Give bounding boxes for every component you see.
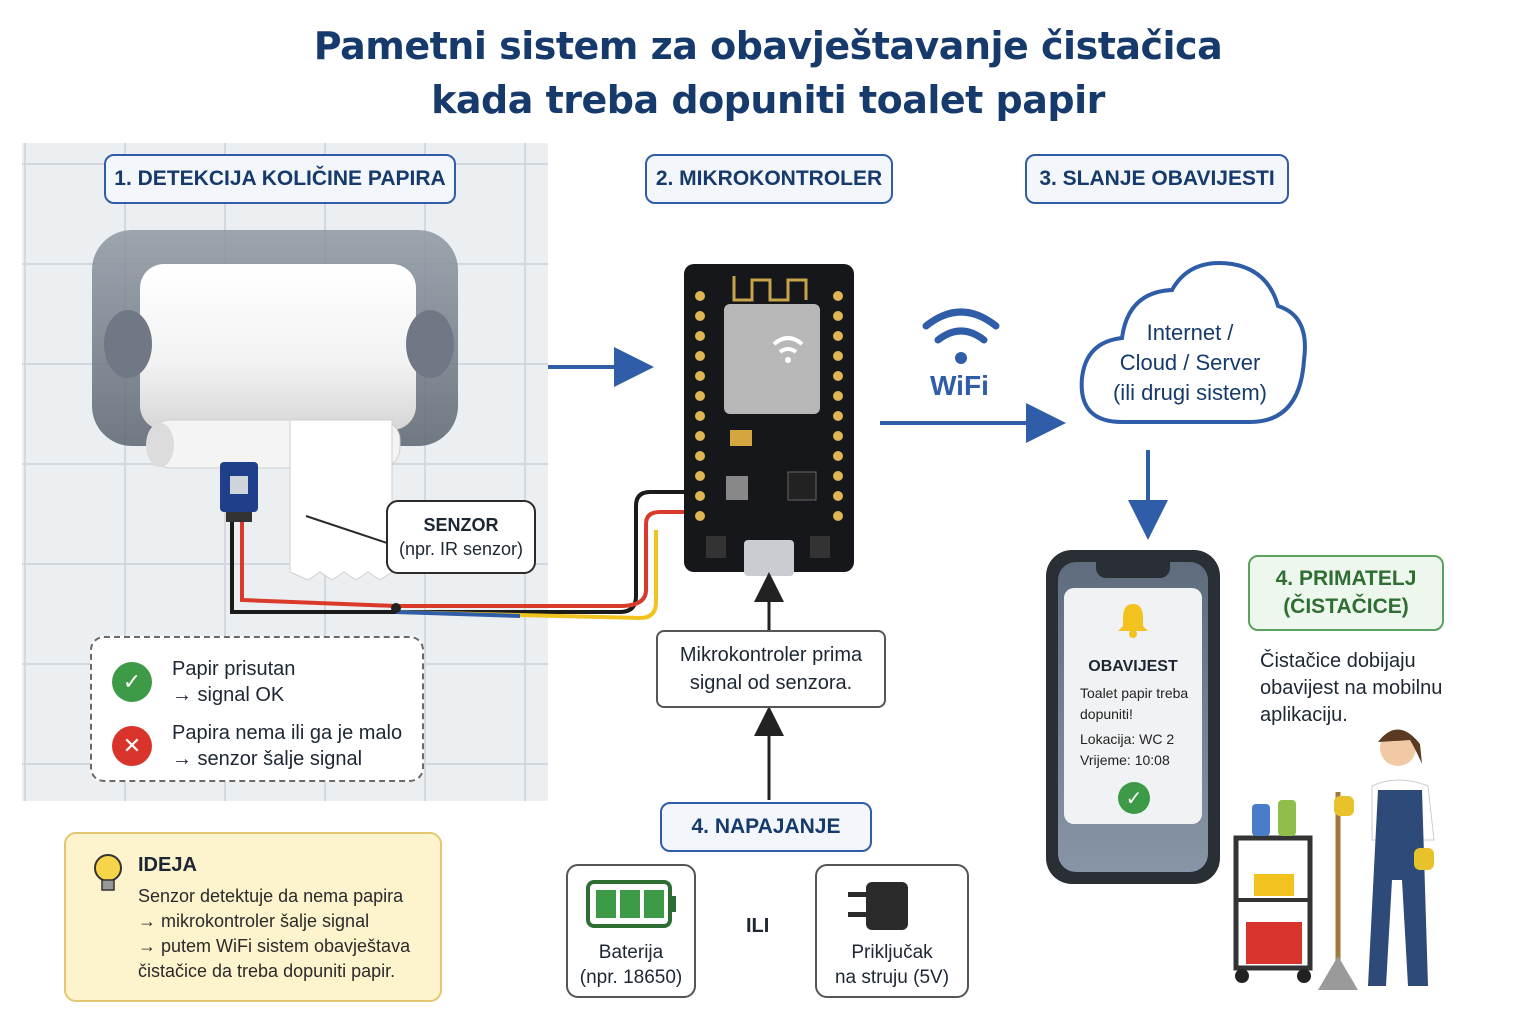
bell-icon xyxy=(1118,604,1148,638)
notification-check-icon: ✓ xyxy=(1118,782,1150,814)
step-detection-label: 1. DETEKCIJA KOLIČINE PAPIRA xyxy=(104,154,456,204)
notification-line-1: Toalet papir treba xyxy=(1080,685,1189,701)
ir-sensor-module xyxy=(220,462,258,522)
idea-line-1: Senzor detektuje da nema papira xyxy=(138,886,404,906)
receiver-line-1: Čistačice dobijaju xyxy=(1260,650,1416,672)
notification-location: Lokacija: WC 2 xyxy=(1080,731,1175,747)
sensor-sublabel: (npr. IR senzor) xyxy=(398,539,524,559)
page-title-line-2: kada treba dopuniti toalet papir xyxy=(431,78,1105,122)
check-icon: ✓ xyxy=(112,662,152,702)
cloud-shape xyxy=(1079,261,1307,424)
esp32-board xyxy=(684,264,854,576)
idea-title: IDEJA xyxy=(138,854,197,876)
chip-wifi-icon xyxy=(772,336,804,354)
cloud-line-1: Internet / xyxy=(1146,320,1234,345)
status-ok-row: ✓ Papir prisutan → signal OK xyxy=(112,656,295,708)
sensor-callout: SENZOR (npr. IR senzor) xyxy=(386,500,536,574)
smartphone: OBAVIJEST Toalet papir treba dopuniti! L… xyxy=(1046,550,1220,884)
sensor-label: SENZOR xyxy=(423,515,499,535)
idea-box: IDEJA Senzor detektuje da nema papira → … xyxy=(64,832,442,1002)
step-microcontroller-label: 2. MIKROKONTROLER xyxy=(645,154,893,204)
notification-title: OBAVIJEST xyxy=(1088,658,1178,675)
sensor-status-box: ✓ Papir prisutan → signal OK ✕ Papira ne… xyxy=(90,636,424,782)
plug-line-1: Priključak xyxy=(851,942,933,963)
status-empty-row: ✕ Papira nema ili ga je malo → senzor ša… xyxy=(112,720,402,772)
wifi-icon xyxy=(922,308,1000,344)
cloud-line-2: Cloud / Server xyxy=(1119,350,1261,375)
mcu-note-line-1: Mikrokontroler prima xyxy=(679,644,863,666)
step-receiver-line-1: 4. PRIMATELJ xyxy=(1275,567,1417,590)
step-power-label: 4. NAPAJANJE xyxy=(660,802,872,852)
sensor-wires xyxy=(230,490,684,621)
receiver-line-2: obavijest na mobilnu xyxy=(1260,677,1443,699)
notification-time: Vrijeme: 10:08 xyxy=(1080,752,1170,768)
cleaner-person xyxy=(1318,729,1435,990)
step-notification-label: 3. SLANJE OBAVIJESTI xyxy=(1025,154,1289,204)
status-ok-line-2: → signal OK xyxy=(172,684,285,706)
step-receiver-label: 4. PRIMATELJ (ČISTAČICE) xyxy=(1248,555,1444,631)
or-label: ILI xyxy=(746,915,770,937)
battery-card: Baterija (npr. 18650) xyxy=(566,864,696,998)
phone-notch xyxy=(1096,562,1170,578)
cloud-text: Internet / Cloud / Server (ili drugi sis… xyxy=(1090,318,1290,408)
receiver-description: Čistačice dobijaju obavijest na mobilnu … xyxy=(1260,648,1442,729)
idea-line-2: → mikrokontroler šalje signal xyxy=(138,911,370,931)
plug-line-2: na struju (5V) xyxy=(834,967,950,988)
mcu-note-box: Mikrokontroler prima signal od senzora. xyxy=(656,630,886,708)
notification-card[interactable]: OBAVIJEST Toalet papir treba dopuniti! L… xyxy=(1064,588,1202,824)
notification-line-2: dopuniti! xyxy=(1080,706,1133,722)
battery-line-2: (npr. 18650) xyxy=(579,967,683,988)
cloud-line-3: (ili drugi sistem) xyxy=(1112,380,1268,405)
cross-icon: ✕ xyxy=(112,726,152,766)
mcu-note-line-2: signal od senzora. xyxy=(689,672,853,694)
plug-card: Priključak na struju (5V) xyxy=(815,864,969,998)
lightbulb-icon xyxy=(94,854,122,891)
battery-line-1: Baterija xyxy=(598,942,664,963)
wifi-label: WiFi xyxy=(930,370,989,401)
receiver-line-3: aplikaciju. xyxy=(1260,704,1348,726)
page-title-line-1: Pametni sistem za obavještavanje čistači… xyxy=(313,24,1223,68)
status-ok-line-1: Papir prisutan xyxy=(172,658,296,680)
toilet-paper-dispenser xyxy=(92,230,458,581)
status-empty-line-1: Papira nema ili ga je malo xyxy=(172,722,403,744)
idea-line-3: → putem WiFi sistem obavještava xyxy=(138,936,411,956)
status-empty-line-2: → senzor šalje signal xyxy=(172,748,363,770)
idea-line-4: čistačice da treba dopuniti papir. xyxy=(138,961,396,981)
step-receiver-line-2: (ČISTAČICE) xyxy=(1283,595,1409,618)
cleaning-cart xyxy=(1233,800,1313,983)
